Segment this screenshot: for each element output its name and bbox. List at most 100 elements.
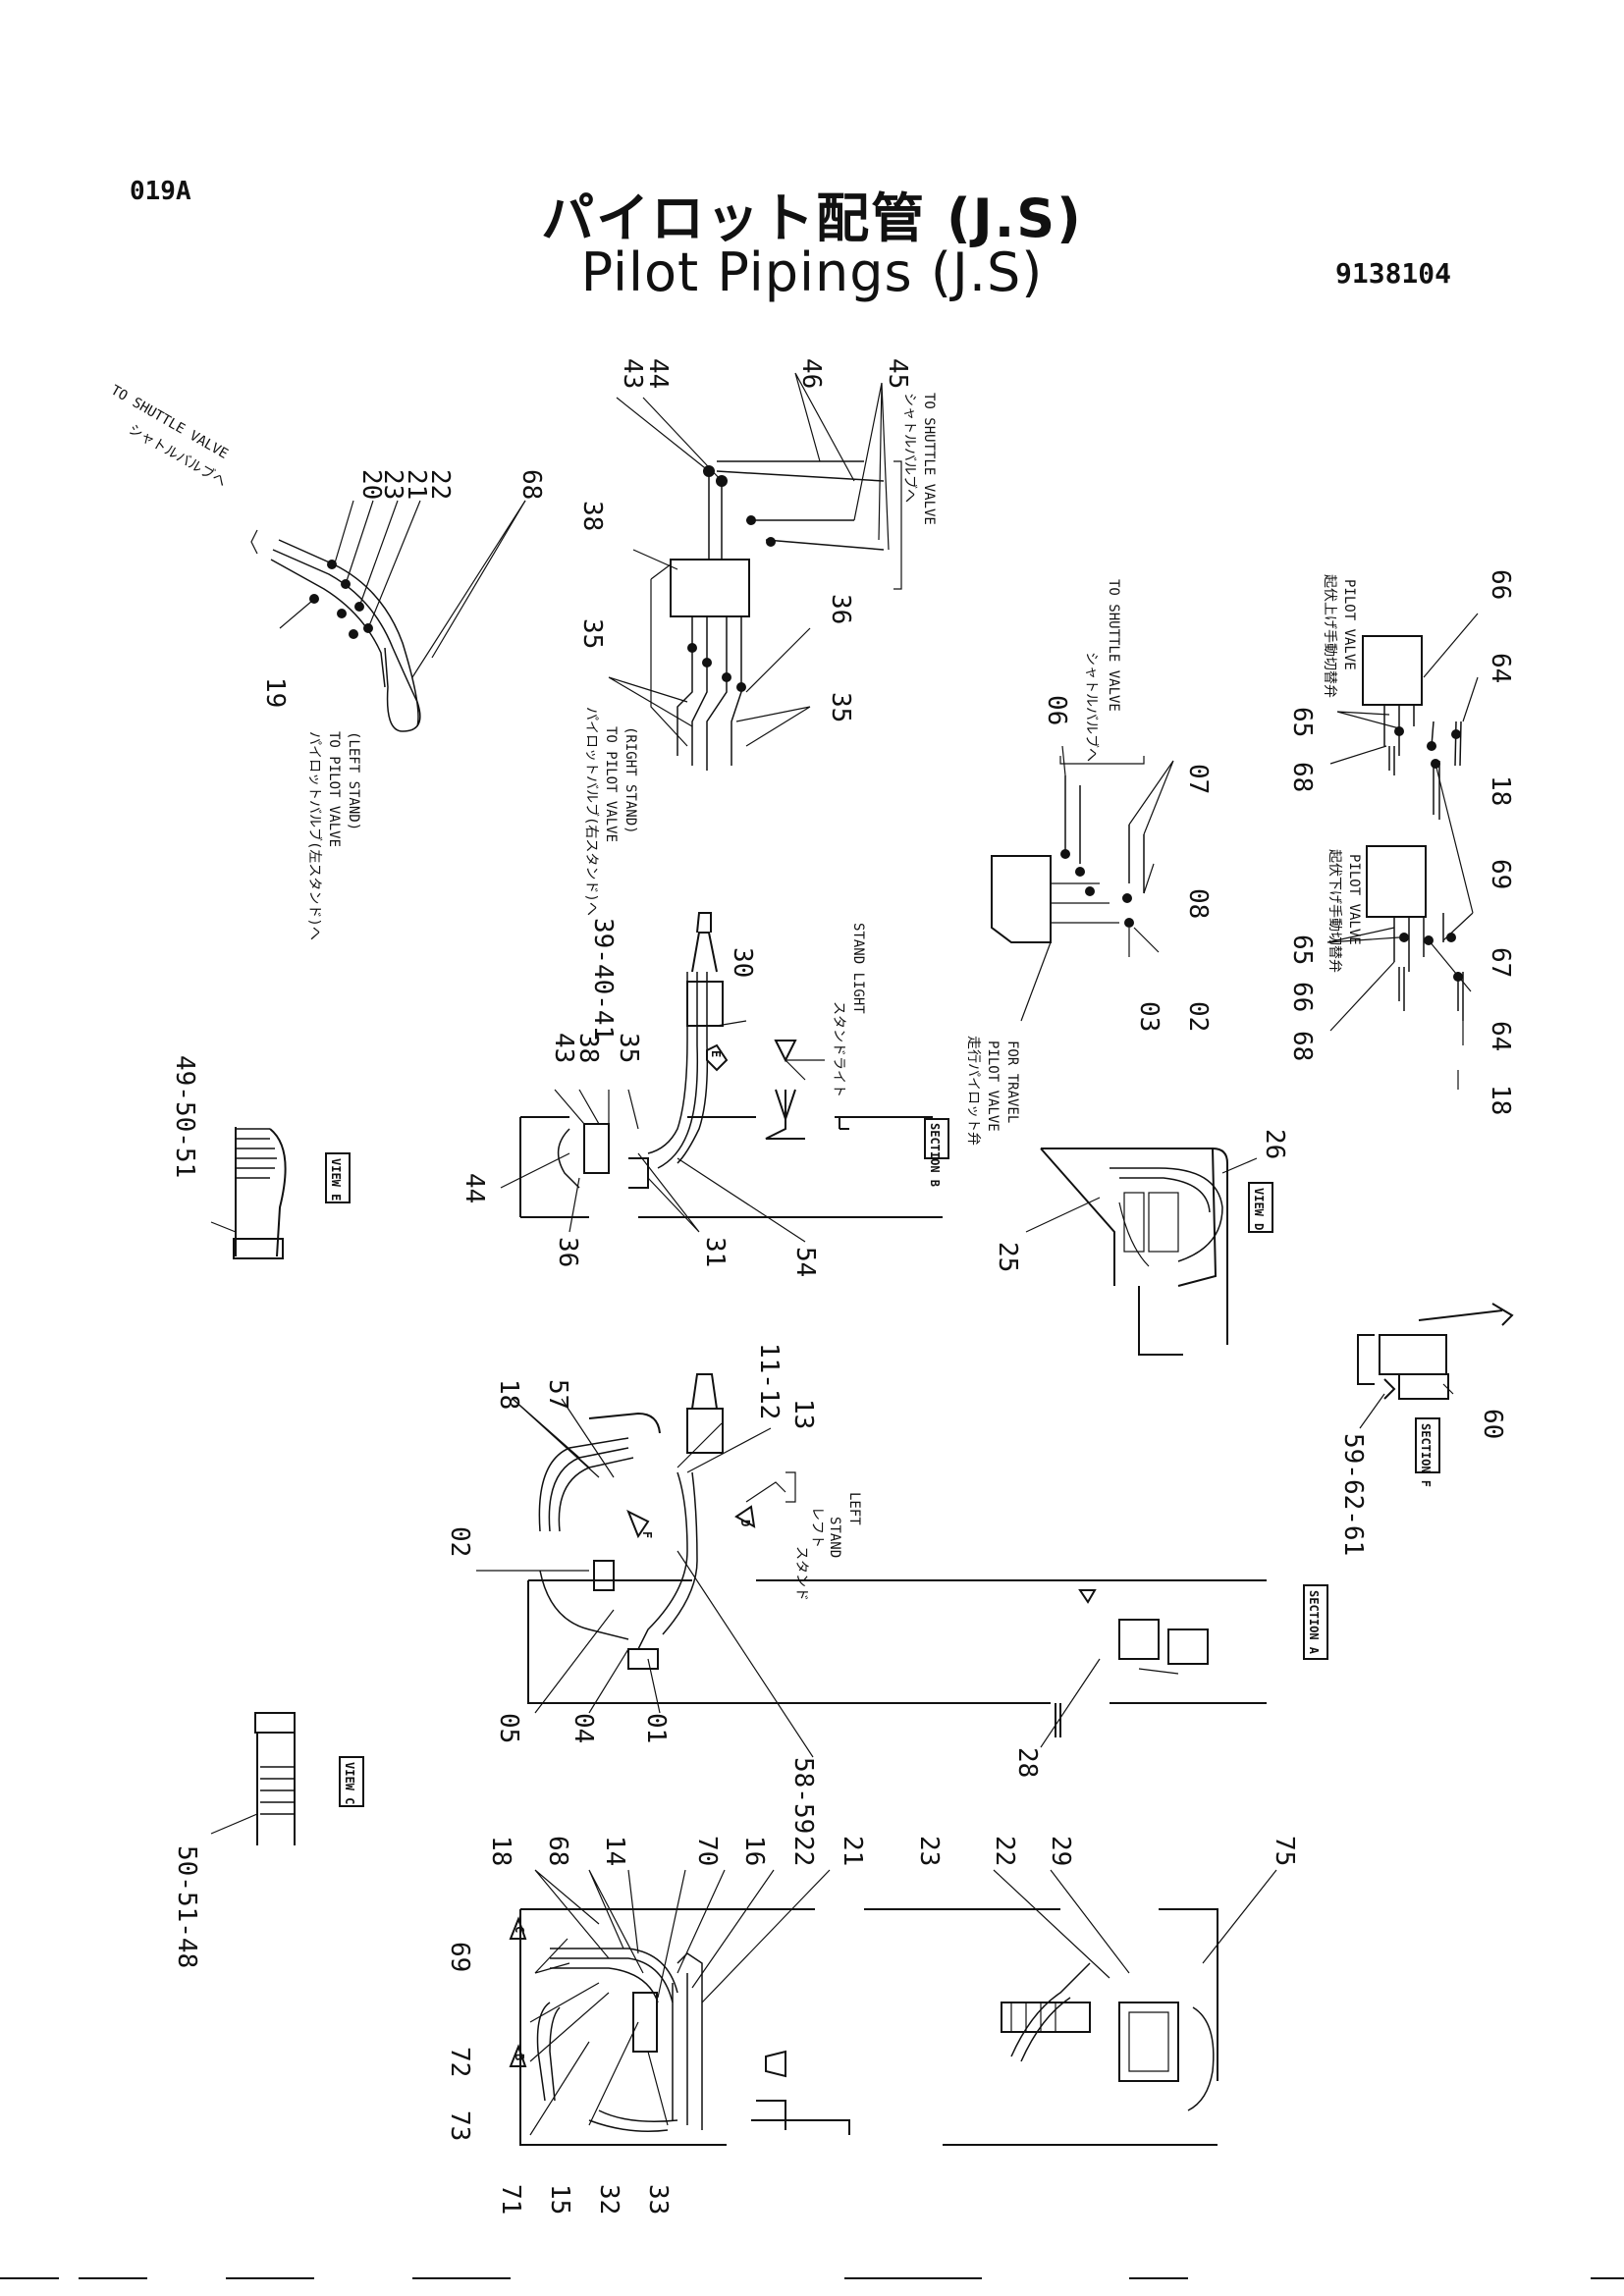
svg-text:SECTION F: SECTION F: [1419, 1423, 1433, 1487]
ref-01: 01: [641, 1713, 671, 1743]
ref-54: 54: [790, 1247, 820, 1277]
tag-section-b: SECTION B: [924, 1118, 949, 1187]
ref-49-50-51: 49-50-51: [170, 1055, 199, 1178]
ref-35-b: 35: [614, 1033, 643, 1063]
note-stand-left-en2: LEFT: [846, 1492, 862, 1525]
ref-44-b: 44: [460, 1173, 489, 1203]
ref-33: 33: [643, 2184, 673, 2215]
ref-69-right: 69: [1486, 859, 1515, 889]
ref-75: 75: [1270, 1836, 1299, 1866]
note-travel-jp: 走行パイロット弁: [965, 1036, 981, 1146]
ref-70: 70: [692, 1836, 722, 1866]
ref-23-bottom: 23: [914, 1836, 944, 1866]
group-view-d: VIEW D: [1025, 1148, 1273, 1356]
ref-29: 29: [1046, 1836, 1075, 1866]
ref-26: 26: [1260, 1129, 1289, 1159]
svg-text:VIEW E: VIEW E: [329, 1158, 343, 1201]
ref-15: 15: [545, 2184, 574, 2215]
ref-69-bottom: 69: [445, 1942, 474, 1972]
ref-45: 45: [883, 358, 912, 389]
group-section-f: SECTION F: [1357, 1303, 1514, 1487]
ref-57: 57: [543, 1379, 572, 1410]
group-right-stand-hoses: [608, 372, 902, 771]
ref-13: 13: [788, 1399, 818, 1429]
ref-22: 22: [425, 469, 455, 500]
ref-06: 06: [1042, 695, 1071, 725]
ref-36-b: 36: [553, 1237, 582, 1267]
travel-pilot-valve-body: [991, 855, 1052, 943]
ref-30: 30: [728, 947, 757, 978]
note-raise-en: PILOT VALVE: [1341, 579, 1357, 670]
note-pv-right-jp: パイロットバルブ(右スタンド)へ: [583, 707, 600, 916]
group-view-e: VIEW E: [210, 1127, 351, 1259]
note-shuttle-center-en: TO SHUTTLE VALVE: [921, 393, 937, 525]
ref-28: 28: [1012, 1747, 1042, 1778]
ref-68-bottom: 68: [543, 1836, 572, 1866]
drawing-part-number: 9138104: [1335, 257, 1452, 290]
ref-18: 18: [494, 1379, 523, 1410]
ref-07: 07: [1183, 764, 1213, 794]
ref-18-lower: 18: [1486, 1085, 1515, 1115]
ref-38: 38: [577, 501, 607, 531]
group-section-a: SECTION A: [476, 1373, 1328, 1758]
ref-58-59: 58-59: [788, 1757, 818, 1834]
ref-46: 46: [796, 358, 826, 389]
ref-60: 60: [1478, 1409, 1507, 1439]
note-pv-right-en2: (RIGHT STAND): [623, 726, 638, 834]
arrow-f: F: [640, 1531, 654, 1538]
ref-59-62-61: 59-62-61: [1338, 1433, 1368, 1556]
block-38: [670, 559, 750, 617]
ref-43-b: 43: [549, 1033, 578, 1063]
group-section-b: [500, 912, 943, 1243]
lower-pilot-valve-body: [1366, 845, 1427, 918]
arrow-d: D: [738, 1520, 752, 1526]
note-travel-en1: PILOT VALVE: [985, 1041, 1001, 1132]
note-pv-left-jp: パイロットバルブ(左スタンド)へ: [306, 731, 323, 940]
note-raise-jp: 起伏上げ手動切替弁: [1322, 574, 1337, 698]
note-stand-light-en: STAND LIGHT: [850, 923, 866, 1014]
ref-05: 05: [494, 1713, 523, 1743]
note-lower-en: PILOT VALVE: [1346, 854, 1362, 945]
ref-35: 35: [577, 618, 607, 649]
ref-08: 08: [1183, 888, 1213, 919]
note-stand-left-en1: STAND: [827, 1517, 842, 1558]
ref-02: 02: [1183, 1001, 1213, 1032]
ref-19: 19: [260, 677, 290, 708]
ref-50-51-48: 50-51-48: [172, 1845, 201, 1968]
svg-text:SECTION B: SECTION B: [928, 1123, 942, 1187]
ref-43: 43: [618, 358, 647, 389]
ref-72: 72: [445, 2047, 474, 2077]
ref-32: 32: [594, 2184, 623, 2215]
ref-31: 31: [700, 1237, 730, 1267]
svg-text:VIEW D: VIEW D: [1252, 1188, 1266, 1230]
ref-66: 66: [1486, 569, 1515, 600]
ref-64: 64: [1486, 653, 1515, 683]
group-bottom-section: [509, 1869, 1277, 2146]
ref-44: 44: [643, 358, 673, 389]
note-stand-left-jp1: スタンド: [793, 1546, 809, 1601]
group-manual-valves: [1326, 613, 1479, 1090]
ref-66-lower: 66: [1287, 982, 1317, 1012]
ref-35-lower: 35: [826, 692, 855, 722]
footer-rule: [1591, 2277, 1624, 2279]
ref-03: 03: [1134, 1001, 1164, 1032]
group-view-c: VIEW C: [210, 1712, 364, 1845]
ref-22-right: 22: [990, 1836, 1019, 1866]
group-left-stand-hoses: [250, 500, 526, 732]
ref-23: 23: [378, 469, 407, 500]
footer-rule: [412, 2277, 511, 2279]
ref-36: 36: [826, 594, 855, 624]
page-code: 019A: [130, 177, 191, 206]
ref-73: 73: [445, 2110, 474, 2141]
note-pv-left-en1: TO PILOT VALVE: [326, 731, 342, 847]
footer-rule: [79, 2277, 147, 2279]
ref-21: 21: [402, 469, 431, 500]
note-travel-en2: FOR TRAVEL: [1004, 1041, 1020, 1123]
note-lower-jp: 起伏下げ手動切替弁: [1326, 849, 1342, 973]
ref-18-bottom: 18: [486, 1836, 515, 1866]
note-pv-left-en2: (LEFT STAND): [346, 731, 361, 830]
raise-pilot-valve-body: [1362, 635, 1423, 706]
note-stand-light-jp: スタンドライト: [831, 1001, 846, 1097]
ref-16: 16: [739, 1836, 769, 1866]
